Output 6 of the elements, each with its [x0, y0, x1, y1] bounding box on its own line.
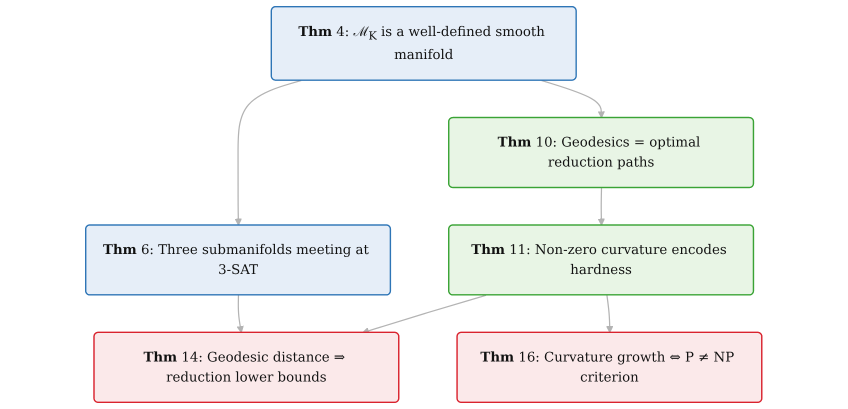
flowchart: Thm 4: ℳ$_{K}$ is a well-defined smooth manifold Thm 10: Geodesics = optimal reduction paths Thm 6: Three submanifolds meeting at 3-SAT Thm 11: Non-zero curvature encodes hardness Thm 14: Geodesic distance ⇒ reduction lower bounds Thm 16: Curvature growth ⇔ P ≠ NP criterion — [79, 0, 769, 409]
arrow — [542, 80, 606, 118]
arrow — [236, 295, 244, 334]
arrow — [606, 295, 614, 334]
arrow — [234, 80, 302, 226]
arrow — [598, 188, 606, 226]
